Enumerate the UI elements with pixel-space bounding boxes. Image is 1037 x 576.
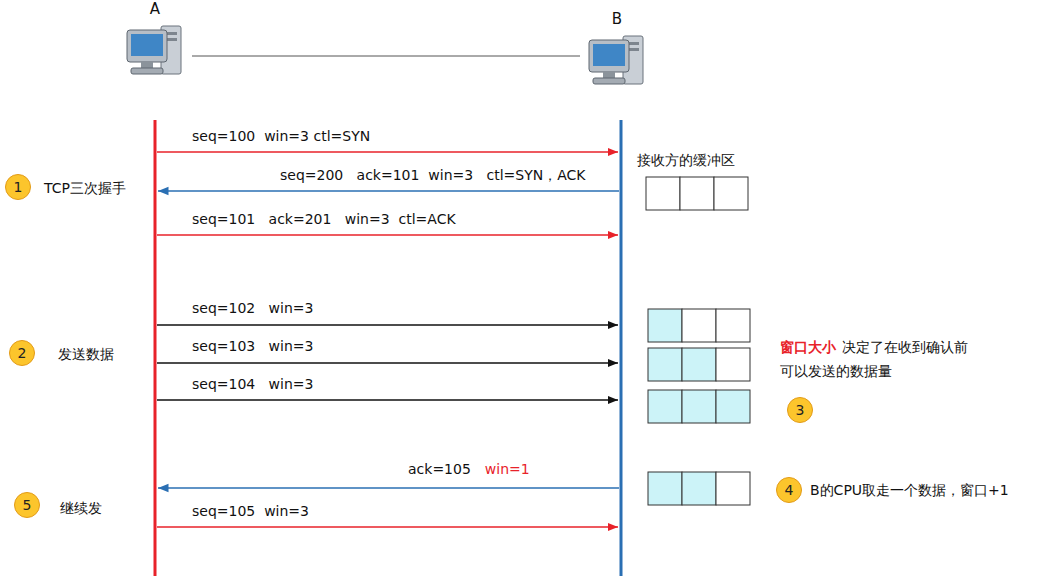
- step-number: 3: [796, 402, 805, 419]
- buffer-cell: [680, 177, 714, 210]
- lifeline-b: [620, 120, 623, 576]
- message-label: seq=102 win=3: [192, 300, 313, 317]
- network-link: [192, 56, 580, 57]
- buffer-cell: [646, 177, 680, 210]
- buffer-cell: [648, 390, 682, 423]
- callout-number: 5: [14, 492, 40, 518]
- buffer-title: 接收方的缓冲区: [637, 152, 735, 169]
- message-label: seq=103 win=3: [192, 338, 313, 355]
- message-arrow: [158, 487, 619, 489]
- host-computer: B: [580, 10, 654, 90]
- note-keyword: 窗口大小: [780, 339, 836, 356]
- buffer-cell: [648, 309, 682, 342]
- message-arrow: [157, 151, 618, 153]
- step-number: 1: [14, 179, 23, 196]
- step-title: 发送数据: [58, 346, 114, 363]
- window-value: win=1: [485, 461, 530, 478]
- callout-number: 1: [5, 174, 31, 200]
- buffer-cell: [682, 390, 716, 423]
- callout-number: 3: [787, 397, 813, 423]
- lifeline-a: [154, 120, 157, 576]
- buffer-cell: [716, 472, 750, 505]
- message-arrow: [157, 234, 618, 236]
- buffer-cell: [682, 309, 716, 342]
- message-label: seq=100 win=3 ctl=SYN: [192, 128, 370, 145]
- computer-icon: [585, 32, 649, 90]
- message-label: seq=105 win=3: [192, 503, 309, 520]
- buffer-cell: [716, 309, 750, 342]
- buffer-cell: [682, 472, 716, 505]
- receive-buffers: [646, 177, 750, 505]
- buffer-cell: [714, 177, 748, 210]
- buffer-cell: [716, 390, 750, 423]
- buffer-cell: [648, 472, 682, 505]
- step-title: 继续发: [60, 500, 102, 517]
- message-arrow: [157, 526, 618, 528]
- callout-number: 2: [9, 340, 35, 366]
- note-text: B的CPU取走一个数据，窗口+1: [810, 482, 1009, 499]
- step-title: TCP三次握手: [44, 180, 126, 197]
- note-text: 可以发送的数据量: [780, 363, 892, 380]
- note-text: 决定了在收到确认前: [842, 339, 968, 356]
- message-arrow: [157, 324, 618, 326]
- step-number: 4: [785, 482, 794, 499]
- message-label: seq=104 win=3: [192, 376, 313, 393]
- message-label: ack=105: [408, 461, 471, 478]
- callout-number: 4: [776, 477, 802, 503]
- message-arrow: [157, 399, 618, 401]
- computer-icon: [123, 22, 187, 80]
- message-label: seq=200 ack=101 win=3 ctl=SYN，ACK: [280, 167, 586, 184]
- buffer-cell: [648, 348, 682, 381]
- step-number: 2: [18, 345, 27, 362]
- message-label: seq=101 ack=201 win=3 ctl=ACK: [192, 211, 456, 228]
- message-arrow: [157, 362, 618, 364]
- host-name: A: [118, 0, 192, 18]
- message-arrow: [158, 190, 619, 192]
- host-name: B: [580, 10, 654, 28]
- step-number: 5: [23, 497, 32, 514]
- host-computer: A: [118, 0, 192, 80]
- buffer-cell: [716, 348, 750, 381]
- buffer-cell: [682, 348, 716, 381]
